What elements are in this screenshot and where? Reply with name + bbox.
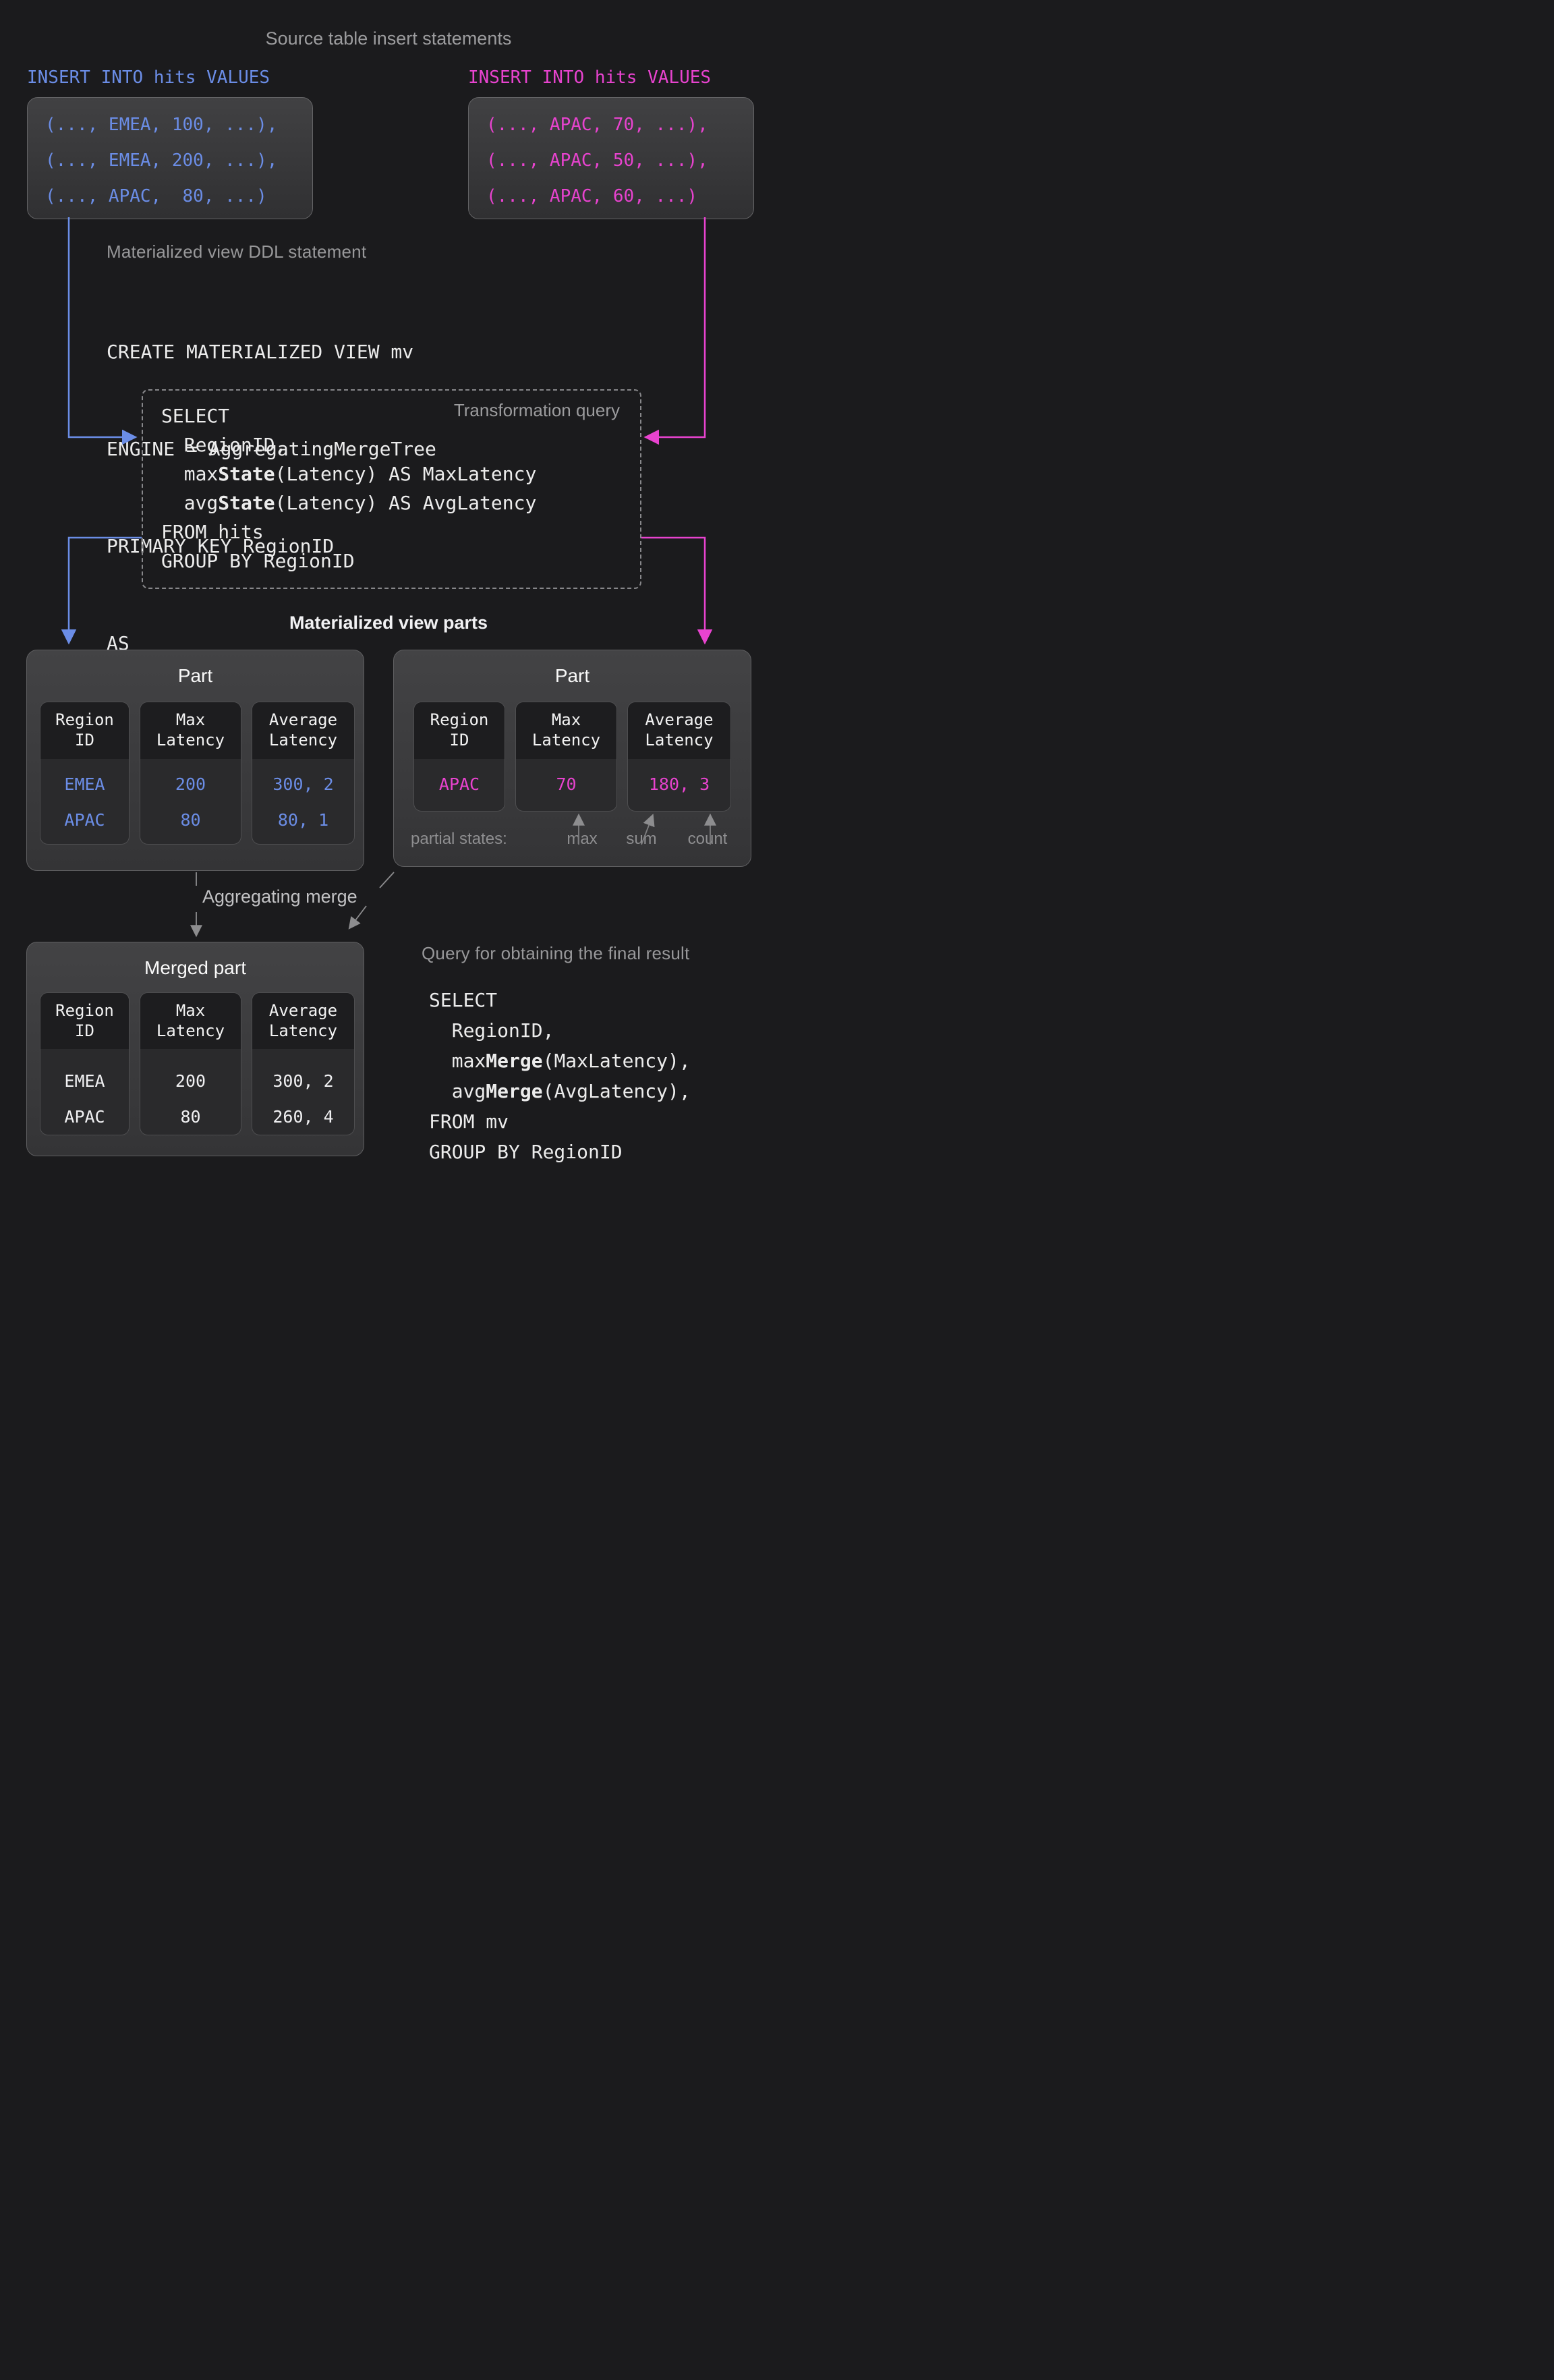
arrow-insert-right-to-query (643, 217, 706, 445)
part-box-right: Part Region ID APAC Max Latency 70 Avera… (393, 650, 751, 867)
transformation-query-label: Transformation query (453, 400, 620, 420)
arrow-merge-right (348, 905, 367, 930)
cell-value: 200 (175, 1071, 206, 1091)
column-max-latency: Max Latency 200 80 (140, 702, 241, 845)
column-average-latency: Average Latency 180, 3 (627, 702, 731, 812)
final-query-label: Query for obtaining the final result (422, 943, 690, 963)
cell-value: APAC (64, 1107, 105, 1127)
cell-value: 70 (556, 774, 577, 794)
column-header: Region ID (40, 702, 129, 759)
insert-left-row: (..., EMEA, 200, ...), (45, 150, 278, 171)
column-region-id: Region ID EMEA APAC (40, 992, 130, 1135)
column-header: Max Latency (516, 702, 616, 759)
column-max-latency: Max Latency 200 80 (140, 992, 241, 1135)
part-title: Part (554, 665, 590, 686)
cell-value: APAC (64, 810, 105, 830)
insert-right-row: (..., APAC, 60, ...) (486, 186, 698, 206)
column-header: Max Latency (140, 993, 241, 1049)
column-header: Average Latency (252, 702, 354, 759)
column-header: Max Latency (140, 702, 241, 759)
merged-part-title: Merged part (144, 957, 246, 978)
column-average-latency: Average Latency 300, 2 260, 4 (252, 992, 355, 1135)
aggregating-merge-label: Aggregating merge (202, 886, 357, 907)
ddl-section-label: Materialized view DDL statement (107, 242, 367, 262)
cell-value: 300, 2 (272, 774, 334, 794)
mv-parts-label: Materialized view parts (289, 613, 488, 633)
cell-value: 300, 2 (272, 1071, 334, 1091)
cell-value: 80 (180, 1107, 201, 1127)
cell-value: 80 (180, 810, 201, 830)
insert-left-header: INSERT INTO hits VALUES (27, 67, 270, 88)
transformation-query-box: Transformation query SELECT RegionID, ma… (142, 389, 641, 589)
ddl-code: CREATE MATERIALIZED VIEW mv ENGINE = Agg… (107, 271, 436, 725)
page-title: Source table insert statements (265, 28, 512, 49)
column-header: Region ID (40, 993, 129, 1049)
insert-right-header: INSERT INTO hits VALUES (468, 67, 712, 88)
column-average-latency: Average Latency 300, 2 80, 1 (252, 702, 355, 845)
column-region-id: Region ID EMEA APAC (40, 702, 130, 845)
insert-right-box: (..., APAC, 70, ...), (..., APAC, 50, ..… (468, 97, 754, 219)
insert-left-row: (..., APAC, 80, ...) (45, 186, 267, 206)
insert-left-row: (..., EMEA, 100, ...), (45, 115, 278, 135)
merged-part-box: Merged part Region ID EMEA APAC Max Late… (26, 942, 364, 1156)
cell-value: EMEA (64, 774, 105, 794)
partial-state-count: count (687, 830, 728, 848)
partial-state-sum: sum (626, 830, 657, 848)
column-max-latency: Max Latency 70 (515, 702, 617, 812)
part-box-left: Part Region ID EMEA APAC Max Latency 200… (26, 650, 364, 871)
column-header: Region ID (414, 702, 505, 759)
final-query-code: SELECT RegionID, maxMerge(MaxLatency), a… (429, 989, 691, 1163)
insert-left-box: (..., EMEA, 100, ...), (..., EMEA, 200, … (27, 97, 313, 219)
part-title: Part (177, 665, 213, 686)
insert-right-row: (..., APAC, 70, ...), (486, 115, 708, 135)
partial-state-max: max (567, 830, 598, 848)
partial-states-label: partial states: (411, 830, 507, 848)
ddl-line: ENGINE = AggregatingMergeTree (107, 438, 436, 460)
diagram-page: Source table insert statements INSERT IN… (0, 0, 777, 1190)
column-header: Average Latency (252, 993, 354, 1049)
transformation-query-code: SELECT RegionID, maxState(Latency) AS Ma… (161, 405, 537, 572)
merge-line-right-upper (379, 872, 395, 888)
cell-value: APAC (438, 774, 480, 794)
insert-right-row: (..., APAC, 50, ...), (486, 150, 708, 171)
column-header: Average Latency (628, 702, 730, 759)
cell-value: 200 (175, 774, 206, 794)
column-region-id: Region ID APAC (413, 702, 505, 812)
cell-value: EMEA (64, 1071, 105, 1091)
cell-value: 80, 1 (277, 810, 329, 830)
cell-value: 180, 3 (648, 774, 710, 794)
cell-value: 260, 4 (272, 1107, 334, 1127)
ddl-line: CREATE MATERIALIZED VIEW mv (107, 341, 414, 363)
